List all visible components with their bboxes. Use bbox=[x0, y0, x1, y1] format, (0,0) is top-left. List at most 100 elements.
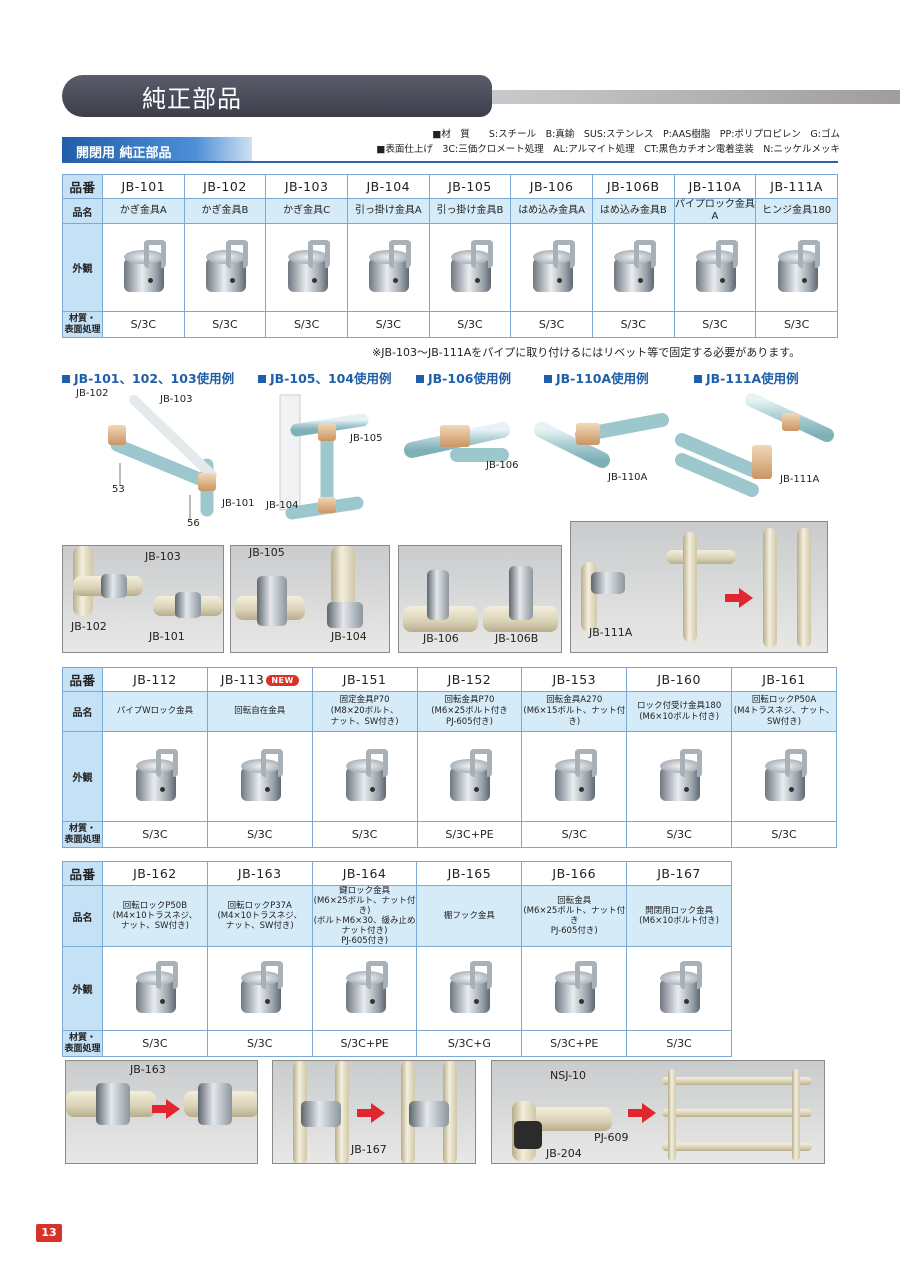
usage-heading-4: JB-110A使用例 bbox=[544, 368, 649, 387]
photo-label-jb167: JB-167 bbox=[351, 1143, 387, 1156]
photo-label-jb103: JB-103 bbox=[145, 550, 181, 563]
usage-heading-3-text: JB-106使用例 bbox=[428, 371, 511, 386]
photo-jb163: JB-163 bbox=[65, 1060, 258, 1164]
diag-label-jb103: JB-103 bbox=[160, 394, 193, 405]
part-code-text: JB-164 bbox=[342, 866, 387, 881]
part-appearance bbox=[428, 223, 512, 312]
part-illustration-icon bbox=[192, 234, 258, 302]
part-material: S/3C bbox=[206, 821, 313, 848]
usage-heading-2: JB-105、104使用例 bbox=[258, 368, 392, 387]
part-code-text: JB-152 bbox=[447, 672, 492, 687]
part-code-text: JB-160 bbox=[657, 672, 701, 687]
part-material: S/3C bbox=[102, 821, 208, 848]
part-code-text: JB-104 bbox=[366, 179, 411, 194]
part-name: パイプWロック金具 bbox=[102, 691, 208, 732]
part-appearance bbox=[755, 223, 838, 312]
part-illustration-icon bbox=[764, 234, 830, 302]
photo-label-jb104: JB-104 bbox=[331, 630, 367, 643]
part-code-text: JB-101 bbox=[121, 179, 166, 194]
part-illustration-icon bbox=[274, 234, 340, 302]
part-appearance bbox=[416, 731, 523, 822]
part-appearance bbox=[183, 223, 267, 312]
arrow-right-icon bbox=[725, 588, 753, 608]
part-illustration-icon bbox=[600, 234, 666, 302]
arrow-right-icon bbox=[628, 1103, 656, 1123]
photo-label-nsj10: NSJ-10 bbox=[550, 1069, 587, 1082]
part-code: JB-106B bbox=[591, 174, 675, 199]
part-material: S/3C bbox=[510, 311, 593, 338]
row-label-code: 品番 bbox=[62, 667, 103, 692]
photo-jb101-103: JB-103 JB-102 JB-101 bbox=[62, 545, 224, 653]
photo-label-jb101: JB-101 bbox=[149, 630, 185, 643]
part-name: 開閉用ロック金具 (M6×10ボルト付き) bbox=[626, 885, 732, 947]
part-illustration-icon bbox=[355, 234, 421, 302]
part-material: S/3C bbox=[265, 311, 348, 338]
usage-heading-4-text: JB-110A使用例 bbox=[556, 371, 649, 386]
diag-label-jb110a: JB-110A bbox=[608, 472, 648, 483]
part-material: S/3C bbox=[731, 821, 837, 848]
photo-label-jb105: JB-105 bbox=[249, 546, 285, 559]
usage-diagrams bbox=[108, 393, 834, 520]
part-code: JB-104 bbox=[346, 174, 430, 199]
part-appearance bbox=[102, 223, 185, 312]
part-appearance bbox=[102, 731, 208, 822]
row-label-appearance: 外観 bbox=[62, 946, 103, 1031]
diagram-jb105-104 bbox=[279, 394, 369, 520]
row-label-appearance: 外観 bbox=[62, 223, 103, 312]
part-name: はめ込み金具A bbox=[510, 198, 593, 224]
part-code: JB-161 bbox=[731, 667, 837, 692]
part-illustration-icon bbox=[332, 955, 398, 1023]
part-material: S/3C bbox=[521, 821, 628, 848]
part-code-text: JB-151 bbox=[342, 672, 387, 687]
usage-heading-3: JB-106使用例 bbox=[416, 368, 511, 387]
part-code: JB-152 bbox=[416, 667, 523, 692]
part-material: S/3C bbox=[183, 311, 267, 338]
legend-material-line: ■材 質 S:スチール B:真鍮 SUS:ステンレス P:AAS樹脂 PP:ポリ… bbox=[432, 129, 840, 140]
diagram-jb101-102-103 bbox=[108, 395, 217, 520]
part-illustration-icon bbox=[519, 234, 585, 302]
part-name: かぎ金具A bbox=[102, 198, 185, 224]
part-material: S/3C bbox=[311, 821, 418, 848]
diag-dim-56: 56 bbox=[187, 518, 200, 529]
photo-label-pj609: PJ-609 bbox=[594, 1131, 629, 1144]
part-name: かぎ金具C bbox=[265, 198, 348, 224]
arrow-right-icon bbox=[357, 1103, 385, 1123]
part-code: JB-162 bbox=[102, 861, 208, 886]
photo-jb106: JB-106 JB-106B bbox=[398, 545, 562, 653]
photo-label-jb106: JB-106 bbox=[423, 632, 459, 645]
part-name: 回転金具 (M6×25ボルト、ナット付き PJ-605付き) bbox=[521, 885, 628, 947]
part-material: S/3C bbox=[206, 1030, 313, 1057]
part-appearance bbox=[521, 731, 628, 822]
part-name: 回転ロックP50B (M4×10トラスネジ、 ナット、SW付き) bbox=[102, 885, 208, 947]
part-illustration-icon bbox=[122, 743, 188, 811]
photo-label-jb163: JB-163 bbox=[130, 1063, 166, 1076]
part-illustration-icon bbox=[227, 955, 293, 1023]
part-illustration-icon bbox=[751, 743, 817, 811]
part-name: はめ込み金具B bbox=[591, 198, 675, 224]
part-appearance bbox=[311, 731, 418, 822]
part-code-text: JB-110A bbox=[688, 179, 742, 194]
rivet-note: ※JB-103～JB-111Aをパイプに取り付けるにはリベット等で固定する必要が… bbox=[372, 346, 801, 359]
part-code-text: JB-166 bbox=[552, 866, 597, 881]
part-code-text: JB-153 bbox=[552, 672, 597, 687]
diagram-jb106 bbox=[404, 422, 510, 462]
part-code-text: JB-106B bbox=[606, 179, 660, 194]
photo-label-jb111a: JB-111A bbox=[589, 626, 633, 639]
part-code: JB-164 bbox=[311, 861, 418, 886]
photo-label-jb102: JB-102 bbox=[71, 620, 107, 633]
material-legend: ■材 質 S:スチール B:真鍮 SUS:ステンレス P:AAS樹脂 PP:ポリ… bbox=[330, 127, 840, 157]
part-name: ヒンジ金具180 bbox=[755, 198, 838, 224]
part-code: JB-151 bbox=[311, 667, 418, 692]
part-illustration-icon bbox=[541, 743, 607, 811]
usage-heading-1: JB-101、102、103使用例 bbox=[62, 368, 234, 387]
part-appearance bbox=[510, 223, 593, 312]
section-title: 開閉用 純正部品 bbox=[62, 137, 252, 163]
part-illustration-icon bbox=[682, 234, 748, 302]
row-label-material: 材質・表面処理 bbox=[62, 1030, 103, 1057]
page-number: 13 bbox=[36, 1224, 62, 1242]
arrow-right-icon bbox=[152, 1099, 180, 1119]
usage-heading-5-text: JB-111A使用例 bbox=[706, 371, 799, 386]
part-name: 回転金具P70 (M6×25ボルト付き PJ-605付き) bbox=[416, 691, 523, 732]
part-name: 回転自在金具 bbox=[206, 691, 313, 732]
